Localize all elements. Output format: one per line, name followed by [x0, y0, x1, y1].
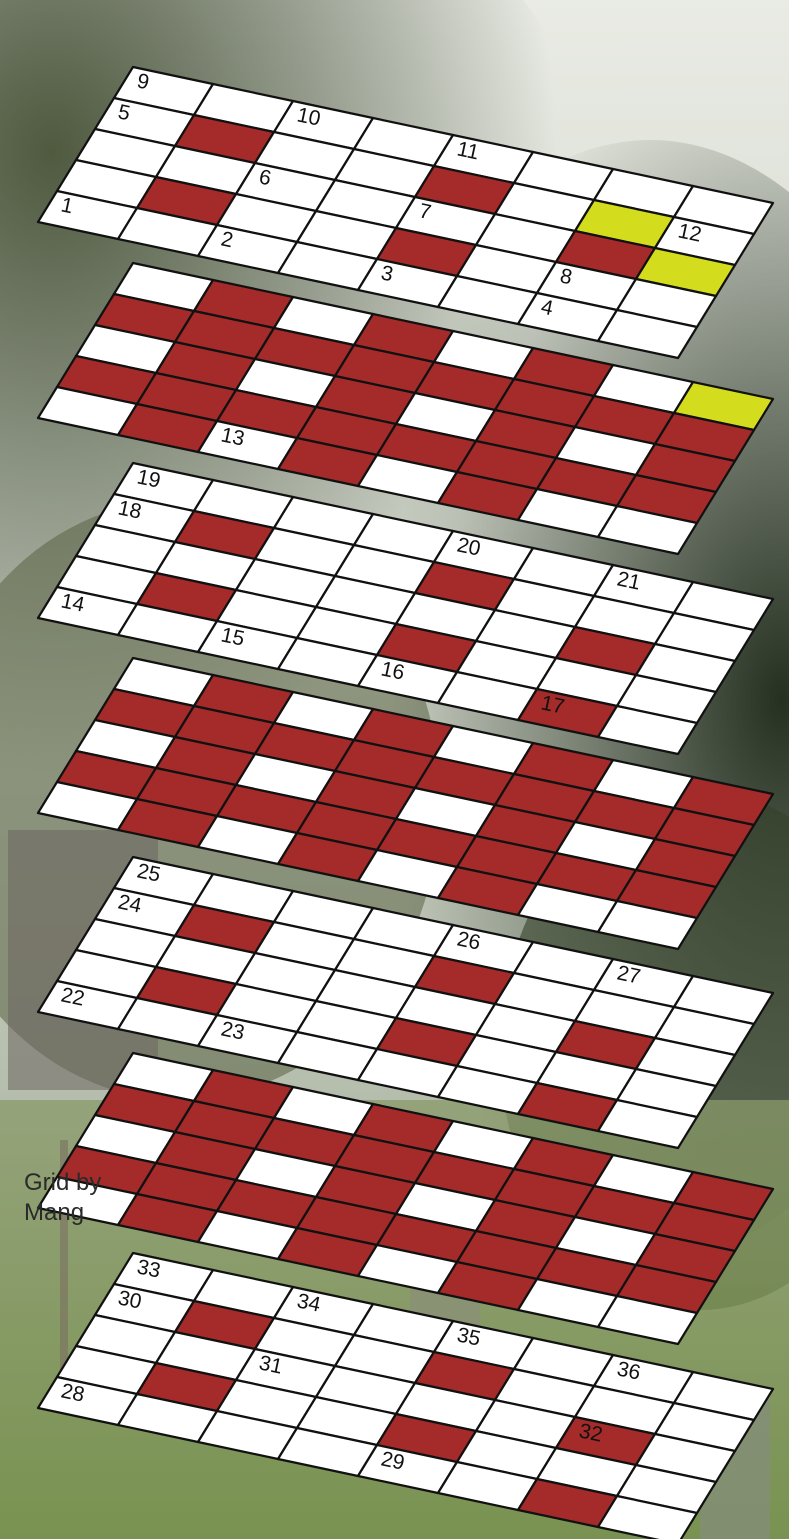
clue-number: 13: [219, 423, 247, 450]
clue-number: 23: [219, 1017, 247, 1044]
clue-number: 30: [116, 1286, 144, 1313]
clue-number: 16: [379, 657, 407, 684]
clue-number: 33: [135, 1255, 163, 1282]
clue-number: 17: [539, 691, 567, 718]
clue-number: 20: [455, 533, 483, 560]
clue-number: 10: [295, 103, 323, 130]
clue-number: 22: [59, 983, 87, 1010]
clue-number: 29: [379, 1447, 407, 1474]
clue-number: 36: [615, 1357, 643, 1384]
clue-number: 32: [577, 1419, 605, 1446]
clue-number: 15: [219, 623, 247, 650]
clue-number: 25: [135, 859, 163, 886]
clue-number: 12: [676, 219, 704, 246]
clue-number: 21: [615, 567, 643, 594]
grid-credit: Grid by Mang: [24, 1168, 101, 1228]
clue-number: 27: [615, 961, 643, 988]
clue-number: 31: [257, 1351, 285, 1378]
clue-number: 28: [59, 1379, 87, 1406]
clue-number: 35: [455, 1323, 483, 1350]
clue-number: 18: [116, 496, 144, 523]
clue-number: 19: [135, 465, 163, 492]
clue-number: 26: [455, 927, 483, 954]
